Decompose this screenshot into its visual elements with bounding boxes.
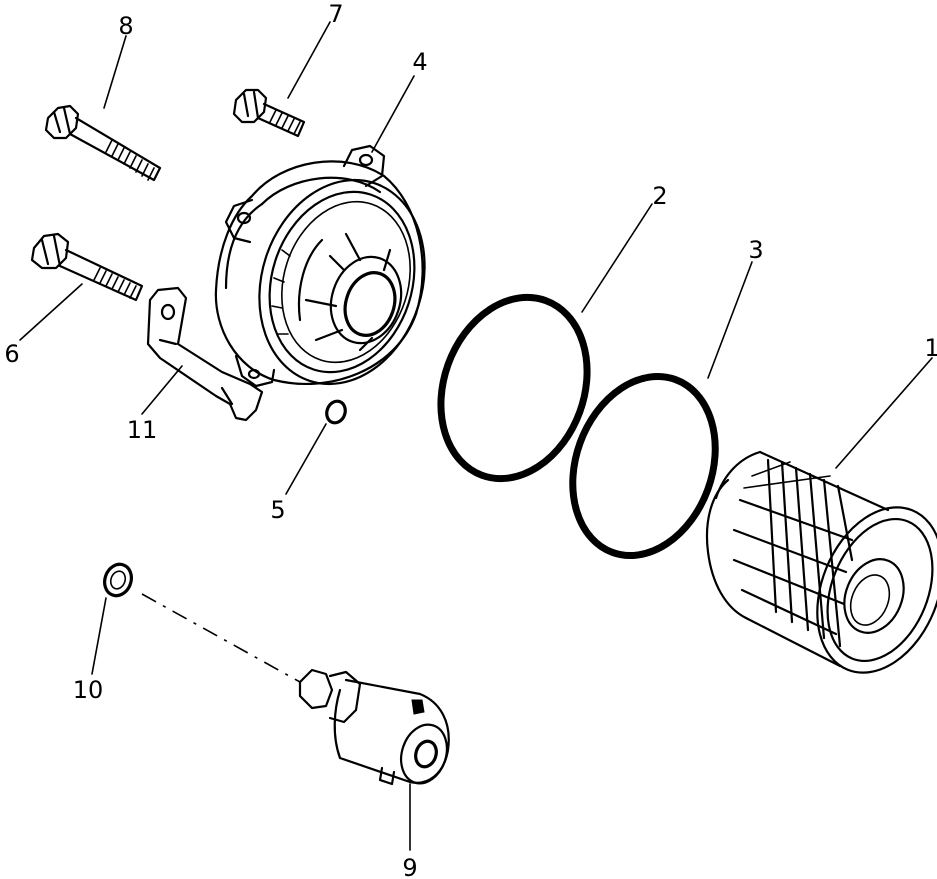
callout-10: 10 xyxy=(73,676,104,704)
callout-3: 3 xyxy=(748,236,763,264)
part-4-filter-cover xyxy=(214,144,426,388)
part-11-bracket xyxy=(146,286,264,422)
callout-1: 1 xyxy=(924,334,937,362)
callout-9: 9 xyxy=(402,854,417,879)
part-9-fitting xyxy=(298,668,450,786)
callouts: 8 7 4 2 3 1 6 11 5 10 9 xyxy=(4,0,937,879)
leader-lines xyxy=(19,21,933,851)
callout-8: 8 xyxy=(118,12,133,40)
callout-6: 6 xyxy=(4,340,19,368)
part-6-bolt xyxy=(30,232,144,302)
part-7-bolt xyxy=(232,88,306,138)
part-1-filter-element xyxy=(705,450,937,674)
callout-11: 11 xyxy=(127,416,158,444)
callout-4: 4 xyxy=(412,48,427,76)
callout-5: 5 xyxy=(270,496,285,524)
part-8-bolt xyxy=(44,104,162,182)
part-3-o-ring xyxy=(569,372,719,560)
part-10-washer xyxy=(103,562,133,598)
callout-7: 7 xyxy=(328,0,343,28)
part-5-small-o-ring xyxy=(325,399,347,425)
callout-2: 2 xyxy=(652,182,667,210)
part-2-o-ring xyxy=(437,293,591,483)
assembly-centerline xyxy=(141,593,301,683)
